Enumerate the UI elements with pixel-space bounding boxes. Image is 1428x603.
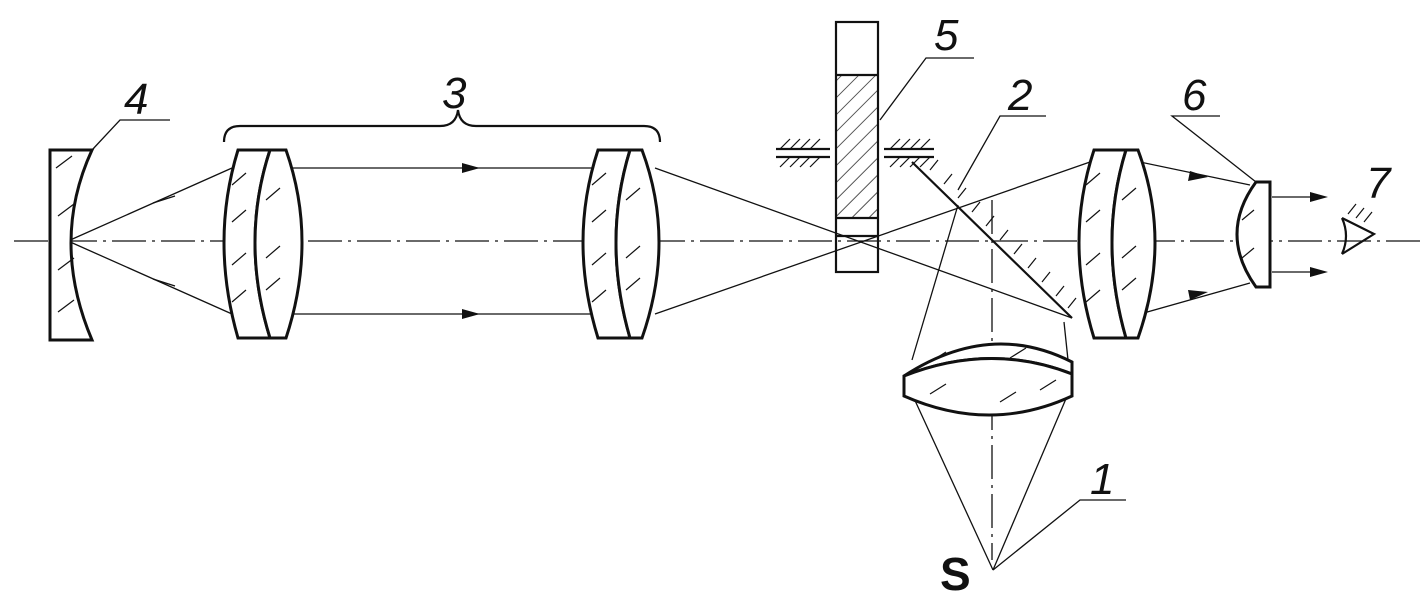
leader-lines (91, 57, 1257, 571)
eyepiece-lens (1077, 148, 1157, 340)
label-5: 5 (934, 11, 959, 60)
reticle-holder (776, 20, 934, 274)
ray-paths (67, 161, 1328, 571)
label-4: 4 (124, 75, 148, 124)
beam-splitter (911, 159, 1077, 319)
concave-mirror (48, 148, 95, 342)
source-label: S (940, 548, 971, 600)
label-7: 7 (1366, 159, 1392, 208)
eye-lens (1235, 180, 1272, 289)
condenser-lens (902, 342, 1074, 417)
label-3: 3 (442, 69, 467, 118)
eye-icon (1340, 203, 1377, 255)
label-2: 2 (1007, 71, 1032, 120)
objective-lens-left (222, 148, 304, 340)
objective-lens-right (581, 148, 661, 340)
group-brace (222, 109, 662, 143)
label-1: 1 (1090, 455, 1114, 504)
label-6: 6 (1182, 71, 1207, 120)
